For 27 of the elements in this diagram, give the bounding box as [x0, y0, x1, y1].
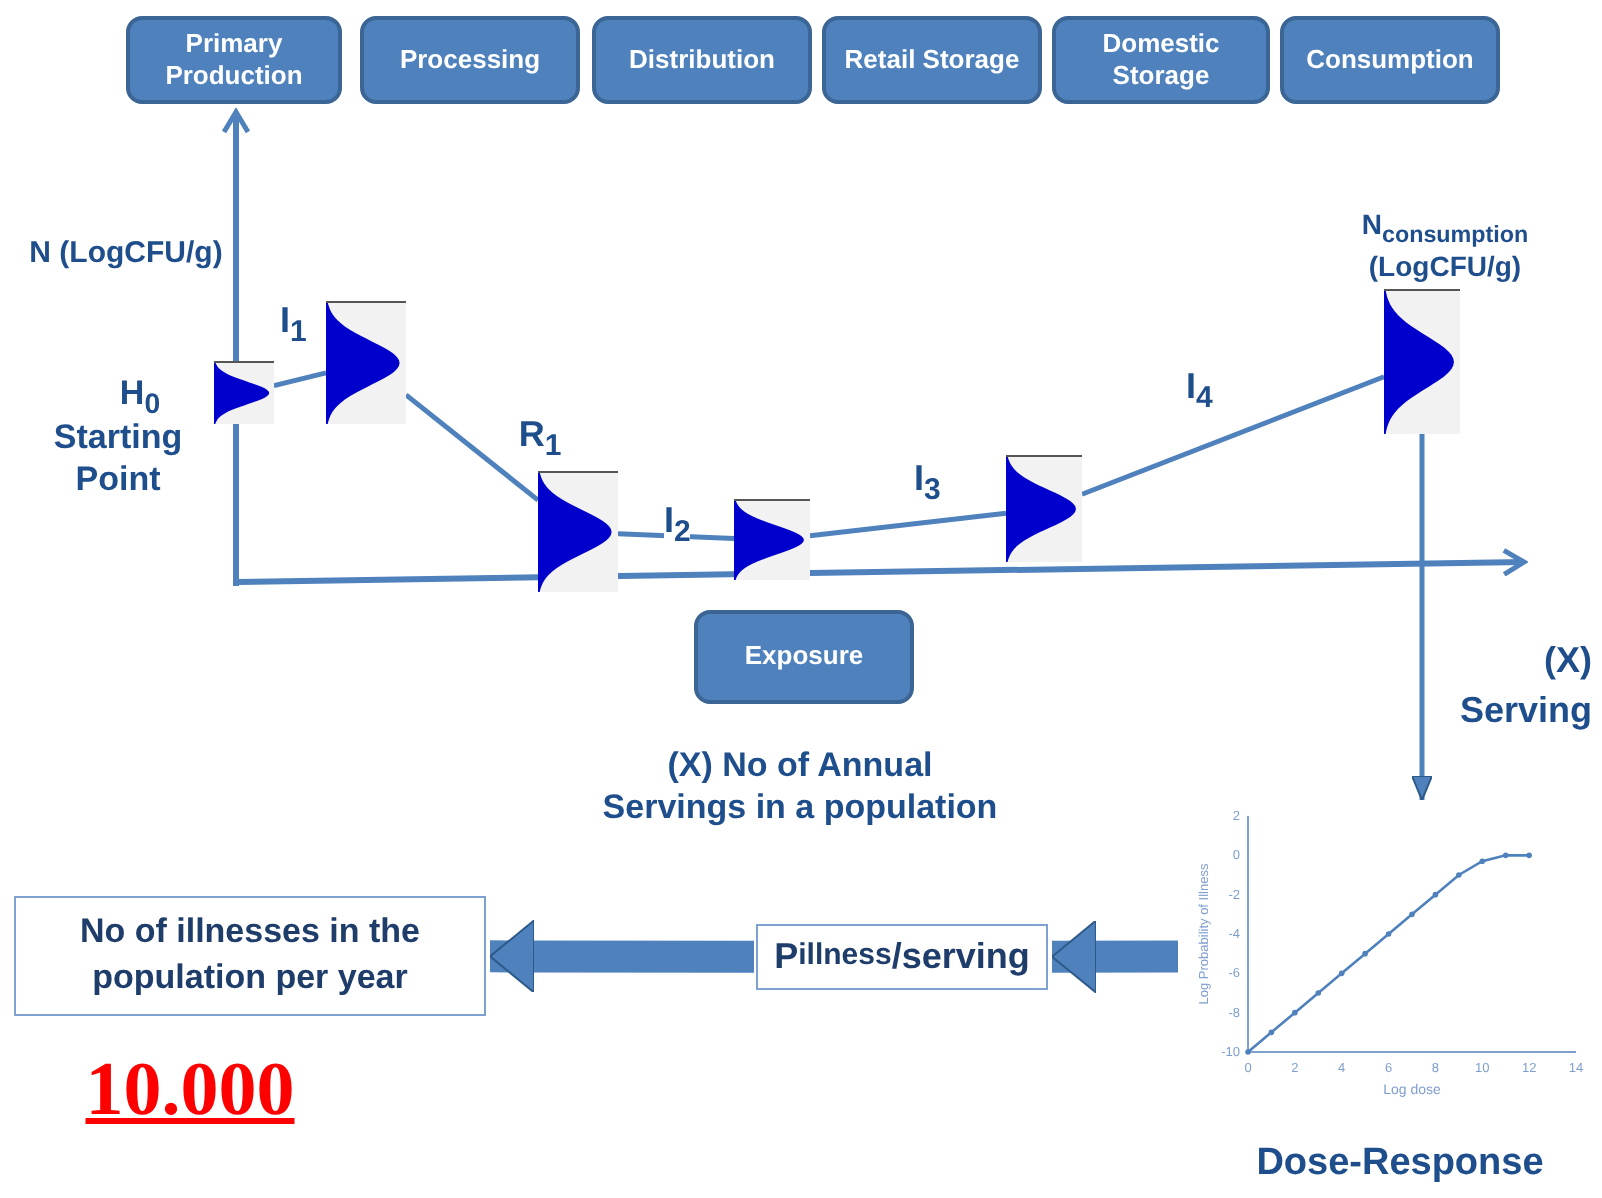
chart-title: Dose-Response [1254, 1140, 1546, 1188]
result-box: No of illnesses in the population per year [14, 896, 486, 1016]
connector-line [809, 510, 1007, 539]
distribution-curve [326, 302, 406, 424]
connector-line [1081, 374, 1385, 497]
distribution-curve [1384, 290, 1460, 434]
stage-box: Processing [360, 16, 580, 104]
annotation-text: (X) No of Annual Servings in a population [600, 744, 1000, 829]
distribution-curve [214, 362, 274, 424]
distribution-curve [734, 500, 810, 580]
connector-line [273, 370, 327, 389]
point-label: R$_{1}$ [516, 412, 564, 467]
distribution-curve [1006, 456, 1082, 562]
stage-box: Retail Storage [822, 16, 1042, 104]
stage-box: Distribution [592, 16, 812, 104]
stage-box: Domestic Storage [1052, 16, 1270, 104]
block-arrow [1051, 919, 1179, 994]
block-arrow [489, 919, 754, 994]
result-value: 10.000 [83, 1050, 297, 1134]
arrow [1411, 434, 1433, 801]
point-label: N$_{consumption}$ (LogCFU/g) [1359, 208, 1531, 286]
connector-line [404, 392, 540, 503]
stage-box: Exposure [694, 610, 914, 704]
stage-box: Primary Production [126, 16, 342, 104]
stage-box: Consumption [1280, 16, 1500, 104]
axis-title: N (LogCFU/g) [27, 236, 225, 274]
distribution-curve [538, 472, 618, 592]
